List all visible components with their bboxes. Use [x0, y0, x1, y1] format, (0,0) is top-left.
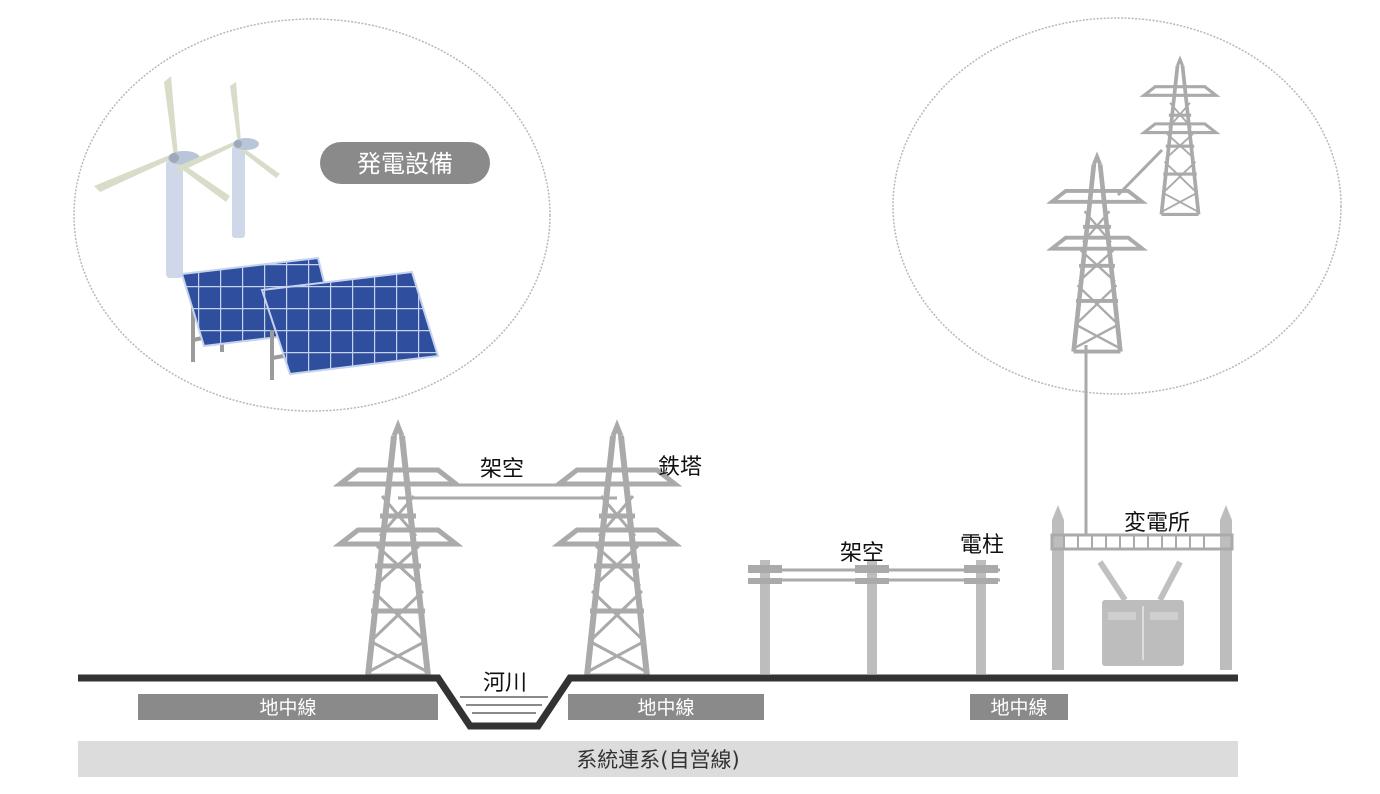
substation-icon	[1050, 505, 1234, 670]
utility-pole-label: 電柱	[960, 533, 1004, 558]
underground-line-box: 地中線	[138, 694, 438, 720]
utility-pole-icon	[964, 560, 998, 674]
svg-text:地中線: 地中線	[637, 697, 694, 719]
overhead-label: 架空	[480, 457, 524, 482]
utility-pole-icon	[748, 560, 782, 674]
svg-text:地中線: 地中線	[990, 697, 1047, 719]
wind-turbine-icon	[94, 76, 230, 278]
grid-connection-bar: 系統連系(自営線)	[78, 741, 1238, 777]
underground-line-box: 地中線	[568, 694, 764, 720]
wind-turbine-icon	[176, 82, 280, 238]
substation-label: 変電所	[1124, 511, 1190, 536]
river-label: 河川	[483, 671, 527, 696]
river-icon	[460, 696, 548, 714]
ground-line	[78, 674, 1238, 730]
steel-tower-label: 鉄塔	[658, 455, 702, 480]
svg-text:地中線: 地中線	[259, 697, 316, 719]
underground-line-box: 地中線	[970, 694, 1068, 720]
overhead-label-2: 架空	[840, 541, 884, 566]
generation-label: 発電設備	[357, 150, 453, 178]
utility-pole-icon	[855, 560, 889, 674]
svg-text:系統連系(自営線): 系統連系(自営線)	[576, 748, 739, 772]
solar-panel-icon	[260, 270, 440, 380]
transmission-bubble	[892, 17, 1342, 395]
generation-bubble: 発電設備	[73, 18, 551, 412]
overhead-wires	[398, 483, 617, 500]
steel-tower-icon	[340, 426, 456, 676]
